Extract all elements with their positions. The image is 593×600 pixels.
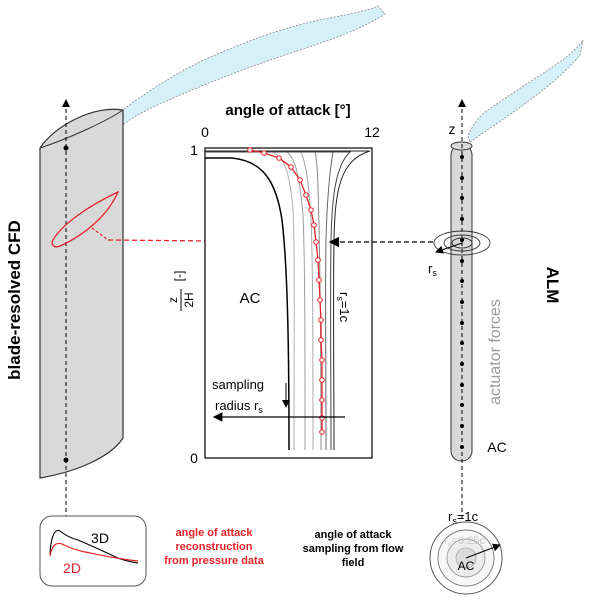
- svg-text:angle of attack: angle of attack: [314, 529, 392, 541]
- plot-rs-label: rs=1c: [335, 292, 352, 323]
- plot-x-tick-max: 12: [364, 124, 380, 140]
- alm-sampling-rings: [433, 230, 491, 256]
- cfd-side-label: blade-resolved CFD: [5, 220, 24, 380]
- tip-vortex-wake-left: [117, 5, 386, 125]
- cfd-blade: [39, 108, 124, 479]
- alm-ac-label: AC: [487, 439, 506, 455]
- circle-radius-arrow: [465, 543, 501, 559]
- plot-ac-label: AC: [240, 290, 261, 307]
- circle-inner-label: rs=0.25c: [444, 535, 486, 549]
- plot-axis-title: angle of attack [°]: [225, 102, 350, 119]
- sampling-circles: rs=1c rs=0.25c AC: [429, 509, 503, 595]
- aoa-plot: angle of attack [°] 0 12 1 0 z 2H [-]: [166, 102, 380, 466]
- svg-text:rs=1c: rs=1c: [335, 292, 352, 323]
- plot-y-tick-bottom: 0: [190, 450, 198, 466]
- tip-vortex-wake-right: [467, 39, 584, 143]
- reconstruction-label: angle of attack reconstruction from pres…: [164, 527, 265, 567]
- inset-3d-label: 3D: [91, 530, 109, 546]
- plot-sampling-line2: radius rs: [215, 398, 263, 415]
- plot-x-tick-min: 0: [201, 124, 209, 140]
- sampling-label: angle of attack sampling from flow field: [303, 529, 404, 569]
- circle-outer-label: rs=1c: [448, 509, 479, 526]
- svg-text:[-]: [-]: [172, 271, 186, 282]
- cfd-axis-dot-bottom: [63, 457, 69, 463]
- alm-rs-arrow: [435, 242, 463, 254]
- cfd-section-leader: [91, 227, 109, 241]
- alm-rs-label: rs: [428, 261, 437, 278]
- polar-inset: 3D 2D: [39, 515, 147, 587]
- cfd-axis-dot-top: [63, 145, 69, 151]
- svg-text:from pressure data: from pressure data: [164, 555, 265, 567]
- alm-z-label: z: [449, 121, 456, 137]
- plot-sampling-line1: sampling: [212, 377, 264, 392]
- svg-text:z: z: [166, 297, 180, 303]
- alm-forces-label: actuator forces: [487, 299, 504, 405]
- svg-text:angle of attack: angle of attack: [175, 527, 253, 539]
- plot-y-label: z 2H [-]: [166, 271, 196, 311]
- circle-center-label: AC: [458, 559, 475, 573]
- inset-2d-label: 2D: [63, 560, 81, 576]
- svg-text:sampling from flow: sampling from flow: [303, 543, 404, 555]
- ac-curve: [205, 157, 290, 451]
- svg-text:reconstruction: reconstruction: [175, 541, 252, 553]
- cfd-airfoil-section: [51, 190, 120, 248]
- svg-text:field: field: [342, 557, 365, 569]
- plot-y-tick-top: 1: [190, 142, 198, 158]
- svg-text:2H: 2H: [182, 292, 196, 307]
- alm-actuator-points: [460, 155, 464, 449]
- alm-side-label: ALM: [543, 267, 562, 304]
